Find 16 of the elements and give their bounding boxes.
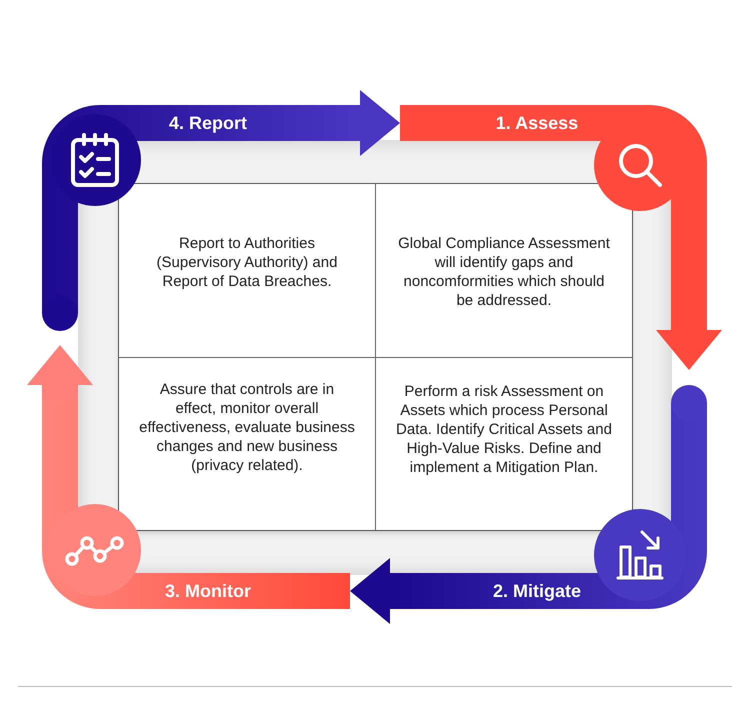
phase-label: 3. Monitor xyxy=(165,582,251,600)
cell-text: Report to Authorities (Supervisory Authority) and Report of Data Breaches. xyxy=(156,234,338,291)
quadrant-cell xyxy=(119,358,375,530)
cycle-arrow xyxy=(350,90,400,156)
quadrant-cell xyxy=(376,184,632,356)
quadrant-cell xyxy=(119,184,375,356)
cell-text: Assure that controls are in effect, monitor overall effectiveness, evaluate business changes and new business (privacy related). xyxy=(139,380,355,474)
cell-text: Global Compliance Assessment will identify gaps and noncomformities which should be addressed. xyxy=(397,234,611,310)
cycle-arrow xyxy=(656,320,722,370)
cell-text: Perform a risk Assessment on Assets which process Personal Data. Identify Critical Assets and High-Value Risks. Define and implement a Mitigation Plan. xyxy=(396,382,612,476)
cycle-arrow xyxy=(27,345,93,400)
quadrant-cell xyxy=(376,358,632,530)
phase-label: 4. Report xyxy=(169,114,247,132)
phase-label: 2. Mitigate xyxy=(493,582,581,600)
cycle-arrow xyxy=(350,558,400,624)
phase-label: 1. Assess xyxy=(496,114,578,132)
